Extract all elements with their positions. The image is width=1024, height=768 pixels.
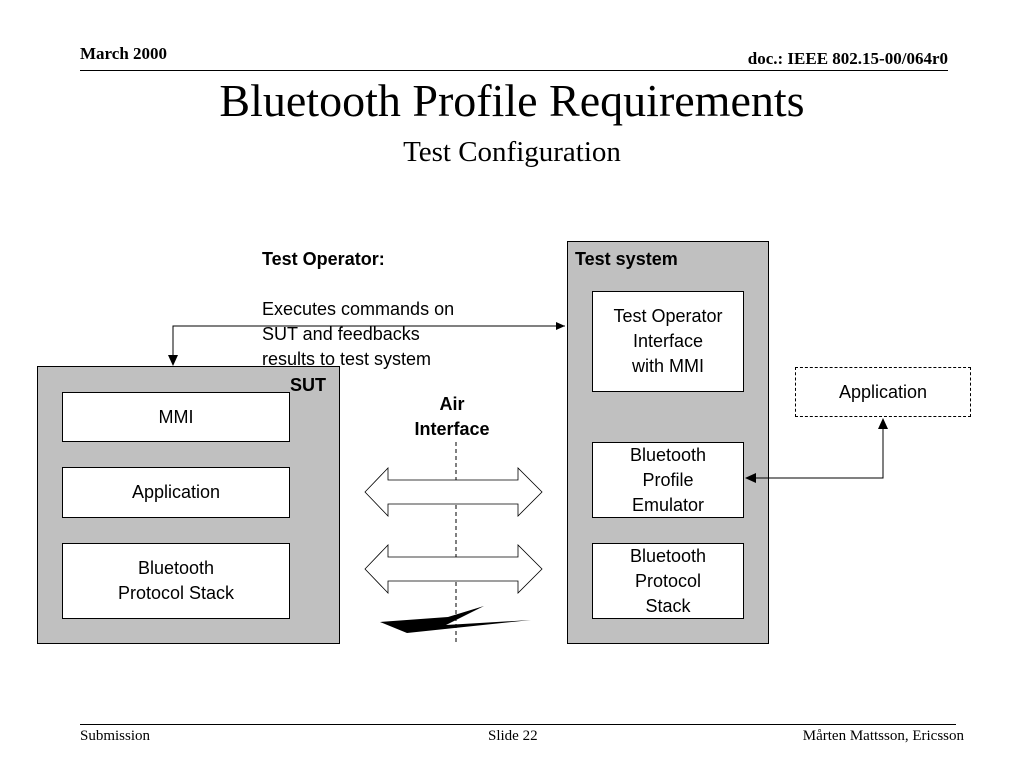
test-system-label: Test system bbox=[575, 249, 678, 269]
sut-protocol-stack-box: Bluetooth Protocol Stack bbox=[62, 543, 290, 619]
header-divider bbox=[80, 70, 948, 71]
sut-mmi-box: MMI bbox=[62, 392, 290, 442]
ts-protocol-stack-box: Bluetooth Protocol Stack bbox=[592, 543, 744, 619]
footer-author: Mårten Mattsson, Ericsson bbox=[802, 728, 964, 744]
operator-connector-line bbox=[172, 322, 565, 355]
test-operator-note: Test Operator: Executes commands on SUT … bbox=[262, 222, 454, 372]
test-operator-interface-box: Test Operator Interface with MMI bbox=[592, 291, 744, 392]
header-date: March 2000 bbox=[80, 44, 168, 63]
external-application-box: Application bbox=[795, 367, 971, 417]
emulator-arrowhead bbox=[745, 473, 756, 483]
air-double-arrow-lower bbox=[364, 544, 543, 594]
slide-subtitle: Test Configuration bbox=[403, 136, 621, 168]
footer-slide-number: Slide 22 bbox=[488, 728, 538, 744]
sut-arrowhead bbox=[168, 355, 178, 366]
test-operator-description: Executes commands on SUT and feedbacks r… bbox=[262, 299, 455, 369]
emulator-app-connector bbox=[746, 419, 884, 479]
slide-title: Bluetooth Profile Requirements bbox=[219, 75, 805, 126]
air-interface-label: Air Interface bbox=[414, 394, 490, 439]
application-arrowhead bbox=[878, 418, 888, 429]
test-operator-heading: Test Operator: bbox=[262, 249, 385, 269]
lightning-bolt-icon bbox=[380, 606, 531, 633]
profile-emulator-box: Bluetooth Profile Emulator bbox=[592, 442, 744, 518]
sut-label: SUT bbox=[290, 375, 326, 395]
air-double-arrow-upper bbox=[364, 467, 543, 517]
footer-left: Submission bbox=[80, 728, 151, 744]
sut-application-box: Application bbox=[62, 467, 290, 518]
header-doc-id: doc.: IEEE 802.15-00/064r0 bbox=[747, 49, 948, 68]
footer-divider bbox=[80, 724, 956, 725]
